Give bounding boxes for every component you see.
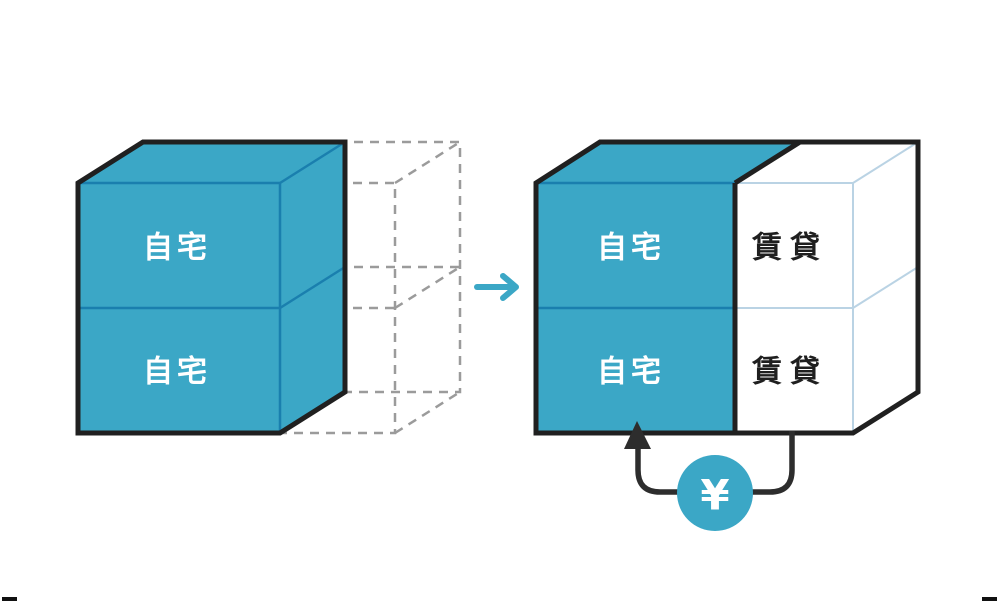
ghost-edge-top-right: [394, 140, 461, 185]
combined-box: 自宅 自宅 賃貸 賃貸: [533, 139, 921, 436]
owned-rental-boundary-top: [733, 139, 802, 186]
owned-box-top-cell-label: 自宅: [143, 231, 211, 266]
combined-rental-top-label: 賃貸: [751, 231, 828, 266]
owned-box-body: [78, 142, 345, 433]
owned-box: 自宅 自宅: [75, 139, 348, 436]
ghost-back-face: [256, 140, 462, 394]
transition-arrow-head: [500, 273, 519, 301]
money-flow-arrowhead: [624, 421, 651, 449]
combined-owned-top-label: 自宅: [597, 231, 665, 266]
yen-badge: [677, 455, 753, 531]
rental-mid-divider-side: [852, 266, 919, 309]
owned-box-mid-divider-side: [279, 265, 346, 310]
ghost-mid-divider-right: [394, 265, 461, 310]
rental-top-depth-edge: [852, 141, 919, 184]
money-flow-loop: ¥: [624, 421, 795, 531]
combined-owned-bottom-label: 自宅: [597, 355, 665, 390]
owned-box-bottom-cell-label: 自宅: [143, 355, 211, 390]
crop-mark-bottom-right: [982, 597, 997, 601]
ghost-edge-bottom-right: [394, 390, 461, 435]
combined-rental-bottom-label: 賃貸: [751, 355, 828, 390]
transition-arrow-icon: [474, 273, 519, 301]
yen-symbol: ¥: [700, 471, 729, 520]
owned-box-top-depth-edge: [279, 140, 346, 185]
combined-box-outline: [533, 139, 921, 436]
crop-marks: [2, 597, 997, 601]
owned-box-outline: [75, 139, 348, 436]
crop-mark-bottom-left: [2, 597, 17, 601]
